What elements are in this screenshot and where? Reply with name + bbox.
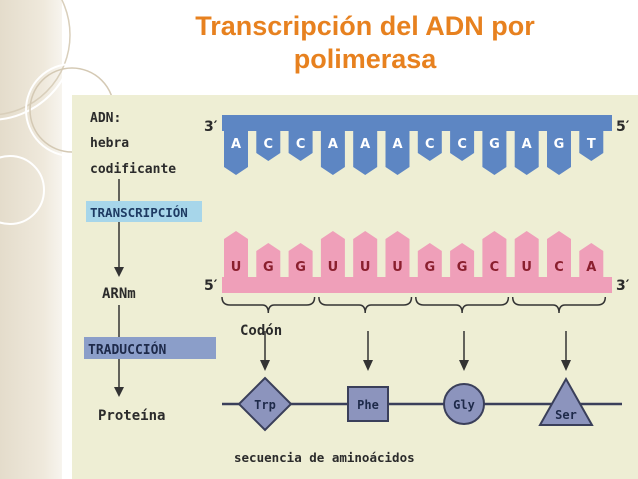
dna-label-line-3: codificante <box>90 162 176 177</box>
rna-base <box>417 243 442 277</box>
rna-end-5: 5′ <box>204 278 218 294</box>
dna-end-5: 5′ <box>616 119 630 135</box>
rna-base <box>514 231 539 277</box>
protein-label: Proteína <box>98 408 165 424</box>
translation-label: TRADUCCIÓN <box>88 342 166 358</box>
amino-label-trp: Trp <box>254 398 276 412</box>
dna-base-letter: C <box>457 137 467 152</box>
transcription-label: TRANSCRIPCIÓN <box>90 205 188 220</box>
rna-base-letter: U <box>521 260 532 275</box>
slide-title: Transcripción del ADN por polimerasa <box>130 10 600 76</box>
codon-brace <box>318 296 413 314</box>
dna-base-letter: C <box>264 137 274 152</box>
dna-base <box>450 131 475 161</box>
rna-end-3: 3′ <box>616 278 630 294</box>
amino-label-phe: Phe <box>357 398 379 412</box>
rna-base-letter: G <box>263 260 274 275</box>
dna-base-letter: C <box>296 137 306 152</box>
dna-base-letter: G <box>554 137 565 152</box>
rna-base-letter: U <box>231 260 242 275</box>
codon-arrow-head <box>561 360 571 371</box>
dna-base-letter: T <box>587 137 596 152</box>
dna-base-letter: A <box>231 137 241 152</box>
transcription-box <box>86 201 202 222</box>
rna-base <box>288 243 313 277</box>
rna-base <box>224 231 248 277</box>
mrna-label: ARNm <box>102 286 136 302</box>
title-line-2: polimerasa <box>293 44 437 74</box>
amino-label-gly: Gly <box>453 398 475 412</box>
rna-base <box>482 231 507 277</box>
codon-arrow-head <box>260 360 270 371</box>
dna-base <box>547 131 571 175</box>
dna-base-letter: A <box>328 137 338 152</box>
amino-shape-phe <box>347 386 389 422</box>
rna-base-letter: G <box>295 260 306 275</box>
transcription-diagram: ADN: hebra codificante TRANSCRIPCIÓN ARN… <box>84 111 630 465</box>
rna-base-letter: U <box>360 260 371 275</box>
rna-base-letter: G <box>424 260 435 275</box>
dna-base <box>320 131 345 175</box>
dna-base <box>514 131 539 175</box>
dna-base <box>482 131 507 175</box>
dna-base-letter: A <box>522 137 532 152</box>
rna-base <box>547 231 571 277</box>
arrow-head <box>114 267 124 277</box>
dna-label-line-2: hebra <box>90 136 129 151</box>
rna-base-letter: U <box>392 260 403 275</box>
dna-base-letter: G <box>489 137 500 152</box>
amino-shape-trp <box>237 376 293 432</box>
codon-brace <box>221 296 316 314</box>
decorative-side-band <box>0 0 62 479</box>
codon-brace <box>415 296 510 314</box>
amino-sequence-caption: secuencia de aminoácidos <box>234 450 415 465</box>
codon-arrow-head <box>459 360 469 371</box>
dna-base <box>353 131 378 175</box>
rna-base-letter: G <box>457 260 468 275</box>
dna-base-letter: C <box>425 137 435 152</box>
codon-arrow-head <box>363 360 373 371</box>
codon-arrows <box>260 331 571 371</box>
rna-base-letter: U <box>328 260 339 275</box>
title-line-1: Transcripción del ADN por <box>195 11 535 41</box>
translation-box <box>84 337 216 359</box>
rna-base-letter: C <box>490 260 500 275</box>
rna-base-letter: A <box>586 260 596 275</box>
rna-base <box>579 243 604 277</box>
rna-backbone <box>222 277 612 293</box>
dna-base-letter: A <box>392 137 402 152</box>
rna-base <box>256 243 281 277</box>
dna-base <box>385 131 410 175</box>
rna-base <box>385 231 410 277</box>
arrow-head <box>114 387 124 397</box>
dna-base <box>256 131 281 161</box>
dna-base <box>288 131 313 161</box>
rna-base <box>320 231 345 277</box>
amino-shape-ser <box>538 376 594 426</box>
amino-label-ser: Ser <box>555 408 577 422</box>
rna-base-letter: C <box>554 260 564 275</box>
dna-base <box>579 131 604 161</box>
dna-base-letter: A <box>360 137 370 152</box>
rna-base <box>450 243 475 277</box>
codon-label: Codón <box>240 323 282 339</box>
dna-backbone <box>222 115 612 131</box>
dna-base <box>417 131 442 161</box>
dna-label-line-1: ADN: <box>90 111 121 126</box>
amino-shape-gly <box>443 383 485 425</box>
dna-end-3: 3′ <box>204 119 218 135</box>
codon-brace <box>511 296 607 314</box>
codon-braces <box>221 296 607 314</box>
rna-base <box>353 231 378 277</box>
dna-base <box>224 131 248 175</box>
